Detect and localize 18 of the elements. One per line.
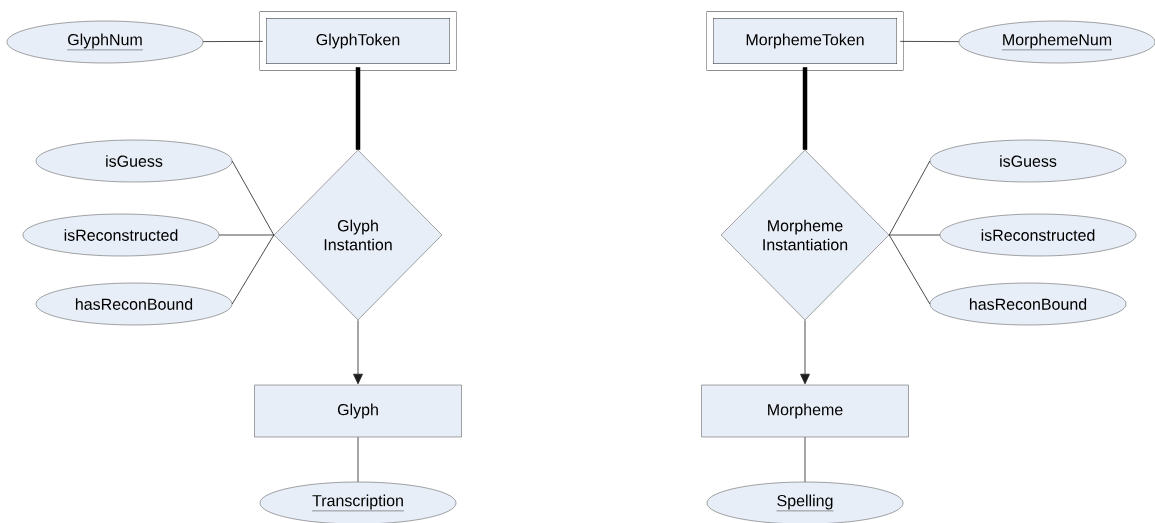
entity-box: Morpheme <box>701 384 909 438</box>
connector <box>355 67 361 150</box>
connector <box>353 319 363 385</box>
connector <box>357 436 359 483</box>
connector <box>802 67 808 150</box>
connector <box>202 41 264 42</box>
connector <box>899 41 960 42</box>
weak-entity-box: MorphemeToken <box>706 11 904 71</box>
connector <box>218 234 275 236</box>
connector <box>231 160 275 236</box>
connector <box>804 436 806 483</box>
connector <box>231 234 275 305</box>
connector <box>888 160 931 236</box>
weak-entity-box: GlyphToken <box>259 11 457 71</box>
connector <box>800 319 810 385</box>
entity-box: Glyph <box>254 384 462 438</box>
connector <box>888 234 931 305</box>
connector <box>888 234 941 236</box>
